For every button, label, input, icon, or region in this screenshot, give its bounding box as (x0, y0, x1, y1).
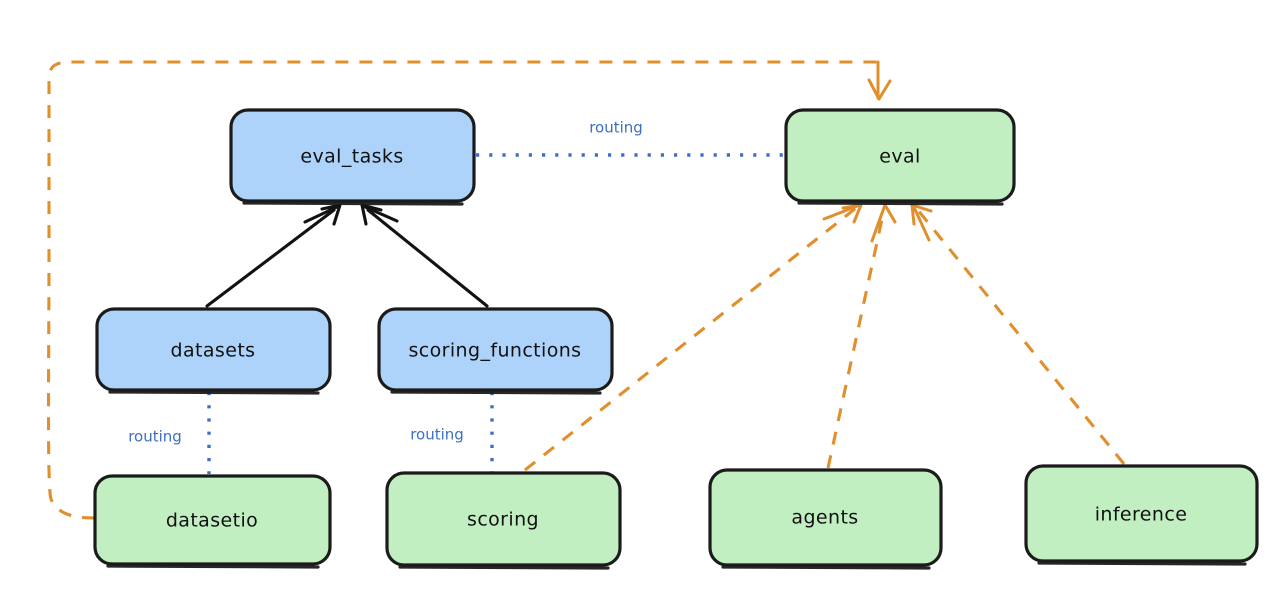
node-scoring-label: scoring (467, 509, 539, 531)
node-inference-shape[interactable] (1024, 464, 1259, 563)
arrowhead-eval-from-inference (910, 203, 933, 242)
arrowhead-eval-from-agents (870, 203, 897, 243)
edge-scoring-functions-to-eval-tasks (360, 203, 489, 308)
arrowhead-eval-tasks-from-datasets (303, 203, 342, 226)
node-scoring-functions-shape[interactable] (377, 307, 614, 392)
node-scoring-functions-label: scoring_functions (409, 340, 582, 362)
node-eval-tasks[interactable]: eval_tasks (229, 108, 476, 206)
node-agents-shape[interactable] (708, 468, 943, 567)
node-eval-label: eval (879, 146, 920, 168)
edge-eval-tasks-to-eval: routing (476, 119, 784, 157)
node-agents-label: agents (791, 507, 858, 529)
edge-scoring-to-eval (524, 203, 863, 472)
edge-inference-to-eval (910, 203, 1126, 465)
node-eval[interactable]: eval (784, 108, 1016, 206)
node-eval-tasks-shape[interactable] (229, 108, 476, 203)
node-eval-tasks-label: eval_tasks (300, 146, 403, 168)
edge-datasets-to-datasetio: routing (128, 392, 211, 474)
node-scoring-shape[interactable] (385, 471, 622, 567)
node-inference-label: inference (1095, 504, 1188, 526)
edge-label-routing-datasets: routing (128, 428, 182, 446)
edge-scoring-functions-to-scoring: routing (410, 392, 494, 472)
node-datasetio[interactable]: datasetio (93, 474, 332, 569)
edge-label-routing-eval-tasks: routing (589, 119, 643, 137)
node-scoring-functions[interactable]: scoring_functions (377, 307, 614, 395)
node-eval-shape[interactable] (784, 108, 1016, 203)
node-datasets-shape[interactable] (95, 307, 332, 392)
edge-agents-to-eval (826, 203, 897, 469)
arrowhead-eval-top (867, 60, 892, 101)
node-inference[interactable]: inference (1024, 464, 1259, 566)
edge-datasets-to-eval-tasks (205, 203, 342, 308)
node-datasets-label: datasets (171, 340, 256, 362)
edge-datasetio-to-eval (46, 60, 892, 520)
edge-label-routing-scoring-functions: routing (410, 426, 464, 444)
node-agents[interactable]: agents (708, 468, 943, 570)
node-scoring[interactable]: scoring (385, 471, 622, 570)
node-datasets[interactable]: datasets (95, 307, 332, 395)
node-datasetio-label: datasetio (166, 510, 258, 532)
arrowhead-eval-from-scoring (822, 203, 863, 224)
node-datasetio-shape[interactable] (93, 474, 332, 566)
